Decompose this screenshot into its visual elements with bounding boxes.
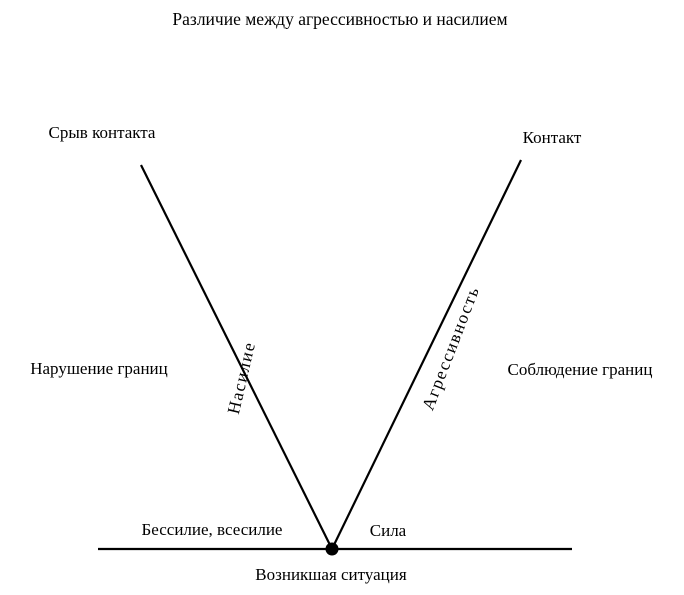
label-contact-breakdown: Срыв контакта <box>49 123 156 142</box>
aggressiveness-line <box>331 159 522 550</box>
label-boundary-violation: Нарушение границ <box>30 359 168 378</box>
label-strength: Сила <box>370 521 407 540</box>
origin-point <box>325 542 339 556</box>
label-aggressiveness: Агрессивность <box>418 283 484 413</box>
label-contact: Контакт <box>523 128 582 147</box>
violence-line <box>140 164 333 550</box>
label-violence: Насилие <box>223 339 259 416</box>
label-situation: Возникшая ситуация <box>255 565 407 584</box>
label-boundary-respect: Соблюдение границ <box>508 360 653 379</box>
diagram-title: Различие между агрессивностью и насилием <box>172 9 507 29</box>
label-powerlessness: Бессилие, всесилие <box>142 520 283 539</box>
